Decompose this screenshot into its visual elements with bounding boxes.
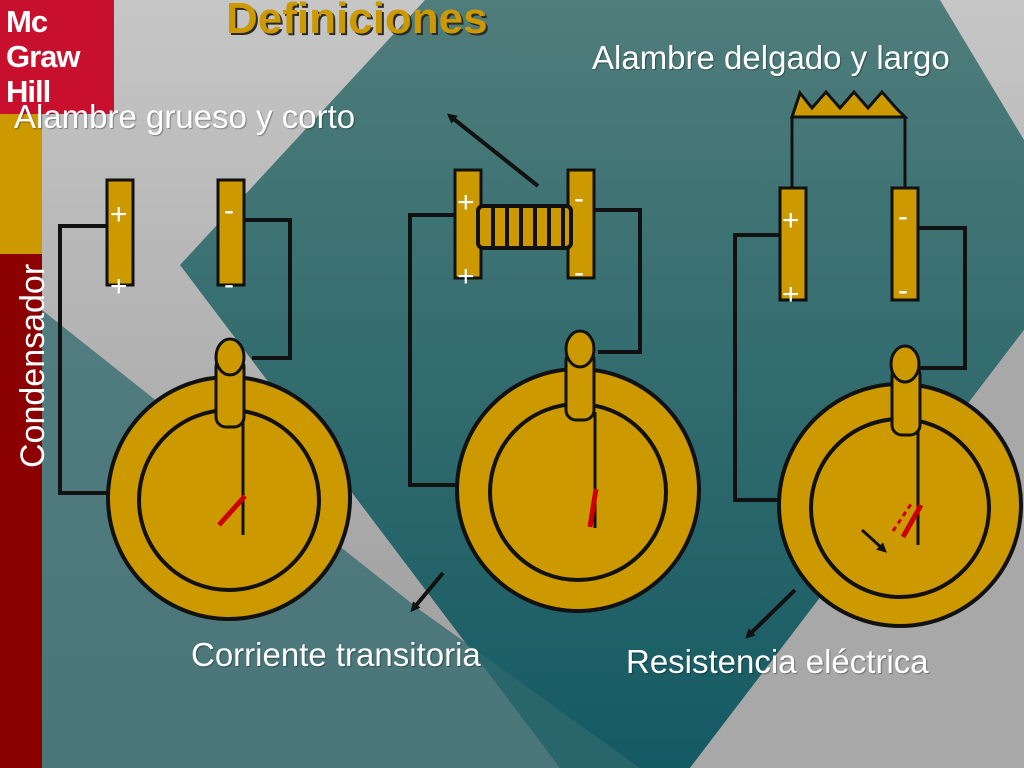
plus-sign: +: [457, 260, 475, 293]
minus-sign: -: [898, 200, 908, 233]
label-thick-wire: Alambre grueso y corto: [14, 98, 356, 135]
plus-sign: +: [110, 198, 128, 231]
circuit-2-wire-left: [408, 213, 462, 487]
plus-sign: +: [782, 204, 800, 237]
minus-sign: -: [224, 268, 234, 301]
logo-text-line: Mc: [6, 4, 48, 39]
minus-sign: -: [574, 256, 584, 289]
needle: [587, 488, 599, 528]
background-lower-band: [42, 310, 640, 768]
publisher-logo: Mc Graw Hill: [0, 0, 114, 114]
label-transient-current: Corriente transitoria: [191, 636, 481, 673]
label-resistance: Resistencia eléctrica: [626, 643, 929, 680]
logo-text-line: Hill: [6, 74, 51, 109]
needle: [900, 503, 924, 539]
thick-wire-coil: [476, 204, 573, 250]
label-thin-wire: Alambre delgado y largo: [592, 39, 950, 76]
plus-sign: +: [782, 278, 800, 311]
minus-sign: -: [898, 274, 908, 307]
side-bar-red: [0, 254, 42, 768]
arrow-needle-motion: [860, 528, 887, 553]
side-label: Condensador: [14, 263, 52, 468]
circuit-2-wire-right: [595, 208, 642, 354]
slide-title: Definiciones: [226, 0, 488, 43]
circuit-3-wire-right: [918, 226, 967, 370]
logo-text-line: Graw: [6, 39, 81, 74]
circuit-thick-wire: + + - -: [408, 113, 701, 613]
capacitor-plate-negative: [216, 178, 246, 287]
minus-sign: -: [574, 182, 584, 215]
circuit-thin-wire: + + - -: [733, 89, 1023, 639]
side-bar-gold: [0, 114, 42, 254]
arrow-to-thick-wire-label: [446, 113, 540, 188]
thin-wire-resistor: [789, 89, 909, 119]
capacitor-plate-positive: [105, 178, 135, 287]
plus-sign: +: [110, 270, 128, 303]
needle: [217, 494, 247, 527]
galvanometer-1: [106, 337, 352, 621]
arrow-resistance: [745, 588, 797, 639]
circuit-capacitor: + + - -: [58, 178, 352, 621]
needle-ghost: [891, 503, 913, 532]
circuit-1-wire-left: [58, 224, 118, 495]
capacitor-plate-negative: [566, 168, 596, 280]
galvanometer-3: [777, 344, 1023, 628]
minus-sign: -: [224, 194, 234, 227]
galvanometer-2: [455, 329, 701, 613]
circuit-1-wire-right: [243, 218, 292, 360]
circuit-3-wire-left: [733, 233, 790, 502]
plus-sign: +: [457, 186, 475, 219]
arrow-transient-current: [410, 571, 445, 613]
capacitor-plate-negative: [890, 186, 920, 302]
capacitor-plate-positive: [778, 186, 808, 302]
